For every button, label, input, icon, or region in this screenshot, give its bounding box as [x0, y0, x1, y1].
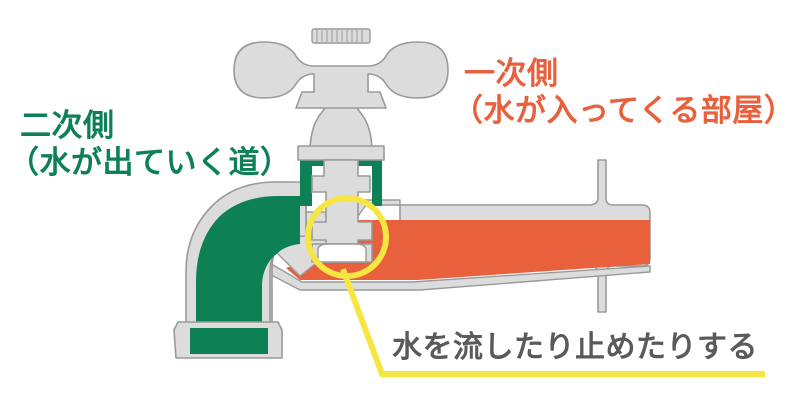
label-primary-line2: （水が入ってくる部屋） [452, 92, 796, 128]
label-primary-side: 一次側 （水が入ってくる部屋） [452, 56, 795, 129]
callout-leader-line [340, 268, 765, 377]
callout-annotation [305, 195, 765, 377]
bonnet-skirt [297, 145, 385, 161]
label-callout-text: 水を流したり止めたりする [392, 331, 758, 364]
packing-chamber-right [356, 152, 382, 206]
spout-outlet-water [190, 328, 268, 354]
knurled-cap-nut[interactable] [311, 28, 371, 44]
cross-handle[interactable] [233, 41, 449, 109]
spout-group [173, 181, 307, 359]
spout-water-green [196, 196, 300, 340]
label-secondary-line2: （水が出ていく道） [8, 144, 292, 180]
label-secondary-side: 二次側 （水が出ていく道） [8, 108, 292, 181]
bonnet-stem-group [297, 91, 385, 263]
cross-handle-group[interactable] [233, 28, 449, 109]
valve-seat-gap [317, 243, 367, 263]
body-underside [257, 261, 651, 291]
label-primary-line1: 一次側 [464, 56, 559, 91]
highlight-circle [305, 195, 389, 279]
packing-chamber-left [300, 152, 326, 206]
label-secondary-line1: 二次側 [20, 108, 115, 143]
knurl-ribs [316, 30, 363, 42]
